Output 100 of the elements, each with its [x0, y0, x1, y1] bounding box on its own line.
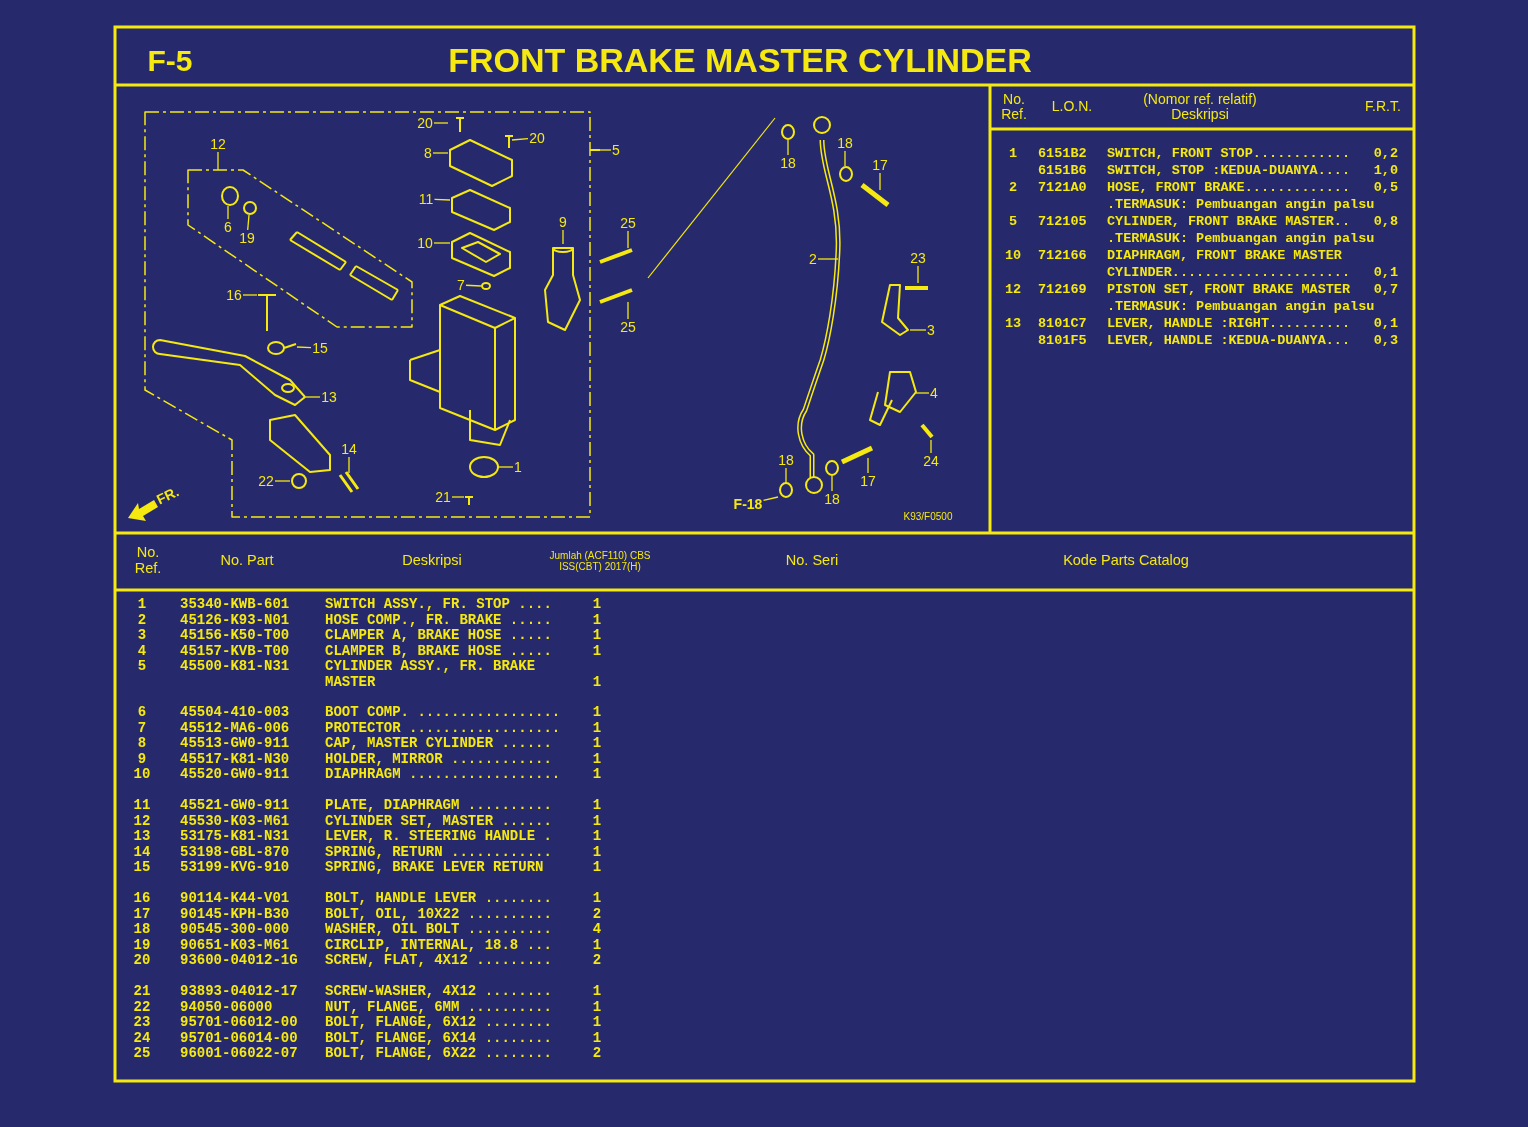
leader-line	[217, 151, 219, 171]
callout-number: 24	[922, 453, 940, 469]
table-cell: 1	[592, 891, 602, 907]
table-cell-text: HOSE COMP., FR. BRAKE .....	[325, 612, 553, 629]
table-cell: PISTON SET, FRONT BRAKE MASTER	[1107, 280, 1351, 298]
table-cell: 1,0	[1373, 161, 1398, 179]
callout-number: 12	[209, 136, 227, 152]
table-cell: 1	[592, 705, 602, 721]
leader-line	[762, 496, 779, 502]
leader-line	[627, 230, 629, 249]
table-cell: 45157-KVB-T00	[180, 643, 290, 660]
table-cell: .TERMASUK: Pembuangan angin palsu	[1107, 297, 1375, 315]
leader-line	[305, 396, 321, 398]
table-cell: 6	[137, 705, 147, 721]
table-cell: 45126-K93-N01	[180, 612, 290, 629]
callout-number: 16	[225, 287, 243, 303]
table-cell: 12	[1004, 280, 1022, 298]
table-cell: 712169	[1038, 280, 1087, 298]
table-cell: 0,8	[1373, 212, 1398, 230]
table-cell: 5	[137, 659, 147, 675]
table-cell: 12	[133, 813, 151, 830]
table-cell: .TERMASUK: Pembuangan angin palsu	[1107, 229, 1375, 247]
leader-line	[831, 475, 833, 492]
table-cell: SWITCH, FRONT STOP............	[1107, 144, 1351, 162]
table-cell: 45517-K81-N30	[180, 751, 290, 768]
table-cell: 1	[592, 643, 602, 660]
table-cell: 13	[133, 829, 151, 845]
callout-number: 19	[238, 230, 256, 246]
callout-number: 17	[859, 473, 877, 489]
callout-number: 1	[513, 459, 523, 475]
callout-number: 25	[619, 215, 637, 231]
callout-number: 25	[619, 319, 637, 335]
table-cell: 45520-GW0-911	[180, 767, 290, 783]
callout-number: 9	[558, 214, 568, 230]
table-cell: 712166	[1038, 246, 1087, 264]
table-cell: 11	[133, 798, 151, 814]
callout-number: 18	[836, 135, 854, 151]
table-cell: 1	[592, 1015, 602, 1031]
table-cell: 6151B6	[1038, 161, 1087, 179]
table-cell: 93600-04012-1G	[180, 953, 298, 969]
table-cell-text: NUT, FLANGE, 6MM ..........	[325, 999, 553, 1016]
table-cell: 10	[133, 767, 151, 783]
callout-number: 8	[423, 145, 433, 161]
table-cell: 53175-K81-N31	[180, 829, 290, 845]
callout-number: 7	[456, 277, 466, 293]
leader-line	[785, 467, 787, 485]
leader-line	[511, 138, 529, 141]
leader-line	[451, 496, 465, 498]
leader-line	[879, 172, 881, 191]
table-cell: 20	[133, 953, 151, 969]
table-cell: 1	[592, 798, 602, 814]
table-cell: 0,5	[1373, 178, 1398, 196]
table-cell: 1	[592, 767, 602, 783]
callout-number: 13	[320, 389, 338, 405]
table-cell: 8	[137, 736, 147, 752]
table-cell: 10	[1004, 246, 1022, 264]
table-cell-text: BOOT COMP. .................	[325, 705, 562, 721]
callout-number: 14	[340, 441, 358, 457]
table-cell: CYLINDER, FRONT BRAKE MASTER..	[1107, 212, 1351, 230]
table-cell: .TERMASUK: Pembuangan angin palsu	[1107, 195, 1375, 213]
table-cell: 94050-06000	[180, 999, 273, 1016]
table-cell-text: SCREW, FLAT, 4X12 .........	[325, 953, 553, 969]
leader-line	[817, 258, 839, 260]
callout-number: 5	[611, 142, 621, 158]
callout-number: 20	[416, 115, 434, 131]
callout-number: 21	[434, 489, 452, 505]
column-header: F.R.T.	[1365, 99, 1401, 115]
table-cell: 9	[137, 751, 147, 768]
leader-line	[917, 265, 919, 284]
callout-number: 6	[223, 219, 233, 235]
table-cell-text: DIAPHRAGM ..................	[325, 767, 562, 783]
table-cell: 21	[133, 984, 151, 1000]
table-cell: 25	[133, 1046, 151, 1062]
table-cell-text: CLAMPER B, BRAKE HOSE .....	[325, 643, 553, 660]
drawing-code: K93/F0500	[903, 510, 953, 522]
table-cell: 0,7	[1373, 280, 1398, 298]
leader-line	[433, 242, 451, 244]
table-cell-text: CLAMPER A, BRAKE HOSE .....	[325, 628, 553, 644]
leader-line	[930, 439, 932, 454]
table-cell-text: BOLT, FLANGE, 6X22 ........	[325, 1046, 553, 1062]
callout-number: 15	[311, 340, 329, 356]
table-cell: 95701-06014-00	[180, 1030, 298, 1047]
table-cell: 7	[137, 720, 147, 737]
leader-line	[274, 480, 291, 482]
column-header: Jumlah (ACF110) CBS ISS(CBT) 2017(H)	[548, 550, 652, 572]
table-cell: 95701-06012-00	[180, 1015, 298, 1031]
diagram-title: FRONT BRAKE MASTER CYLINDER	[448, 40, 1032, 80]
table-cell: 45156-K50-T00	[180, 628, 290, 644]
column-header: No. Ref.	[133, 545, 163, 577]
table-cell: 712105	[1038, 212, 1087, 230]
leader-line	[787, 139, 789, 156]
table-cell: 19	[133, 937, 151, 954]
table-cell-text: BOLT, FLANGE, 6X14 ........	[325, 1030, 553, 1047]
leader-line	[627, 301, 629, 320]
table-cell: SWITCH, STOP :KEDUA-DUANYA....	[1107, 161, 1351, 179]
leader-line	[914, 392, 930, 394]
table-cell: 90145-KPH-B30	[180, 906, 290, 923]
table-cell: 1	[592, 1030, 602, 1047]
table-cell: HOSE, FRONT BRAKE.............	[1107, 178, 1351, 196]
table-cell: 2	[592, 953, 602, 969]
